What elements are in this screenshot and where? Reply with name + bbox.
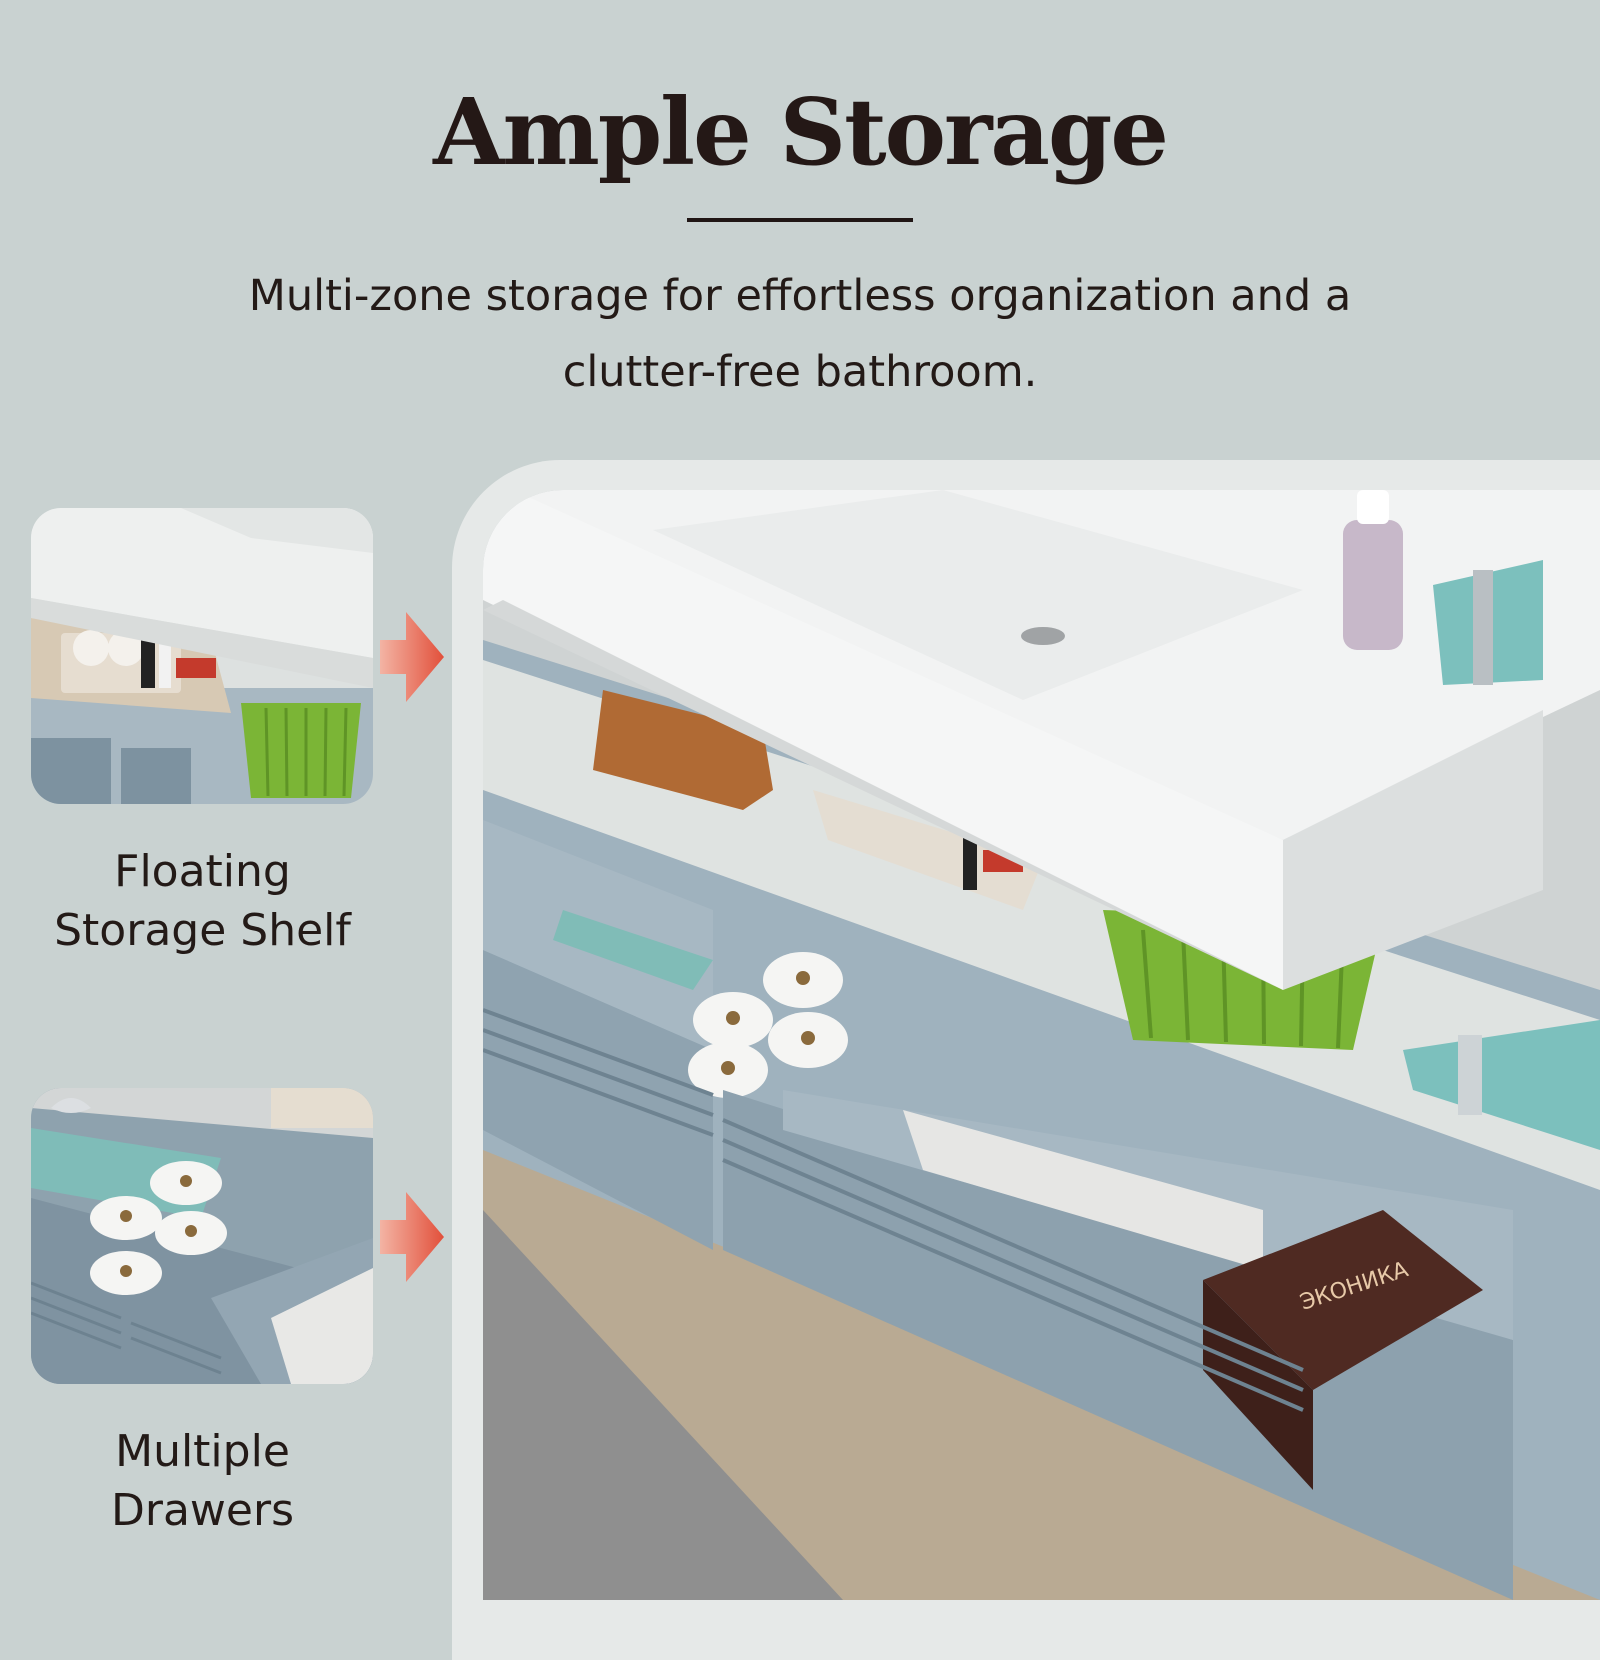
page-subtitle: Multi-zone storage for effortless organi… [200,258,1400,410]
arrow-right-icon [380,612,444,702]
subtitle-line-1: Multi-zone storage for effortless organi… [248,271,1352,321]
floating-shelf-caption: Floating Storage Shelf [54,846,351,956]
arrow-right-icon [380,1192,444,1282]
page-title: Ample Storage [433,78,1169,186]
title-divider [687,218,913,222]
floating-shelf-thumbnail [31,508,373,804]
drawers-thumbnail [31,1088,373,1384]
vanity-product-photo: ЭКОНИКА [483,490,1600,1600]
drawers-caption: Multiple Drawers [110,1426,294,1536]
subtitle-line-2: clutter-free bathroom. [562,347,1038,397]
